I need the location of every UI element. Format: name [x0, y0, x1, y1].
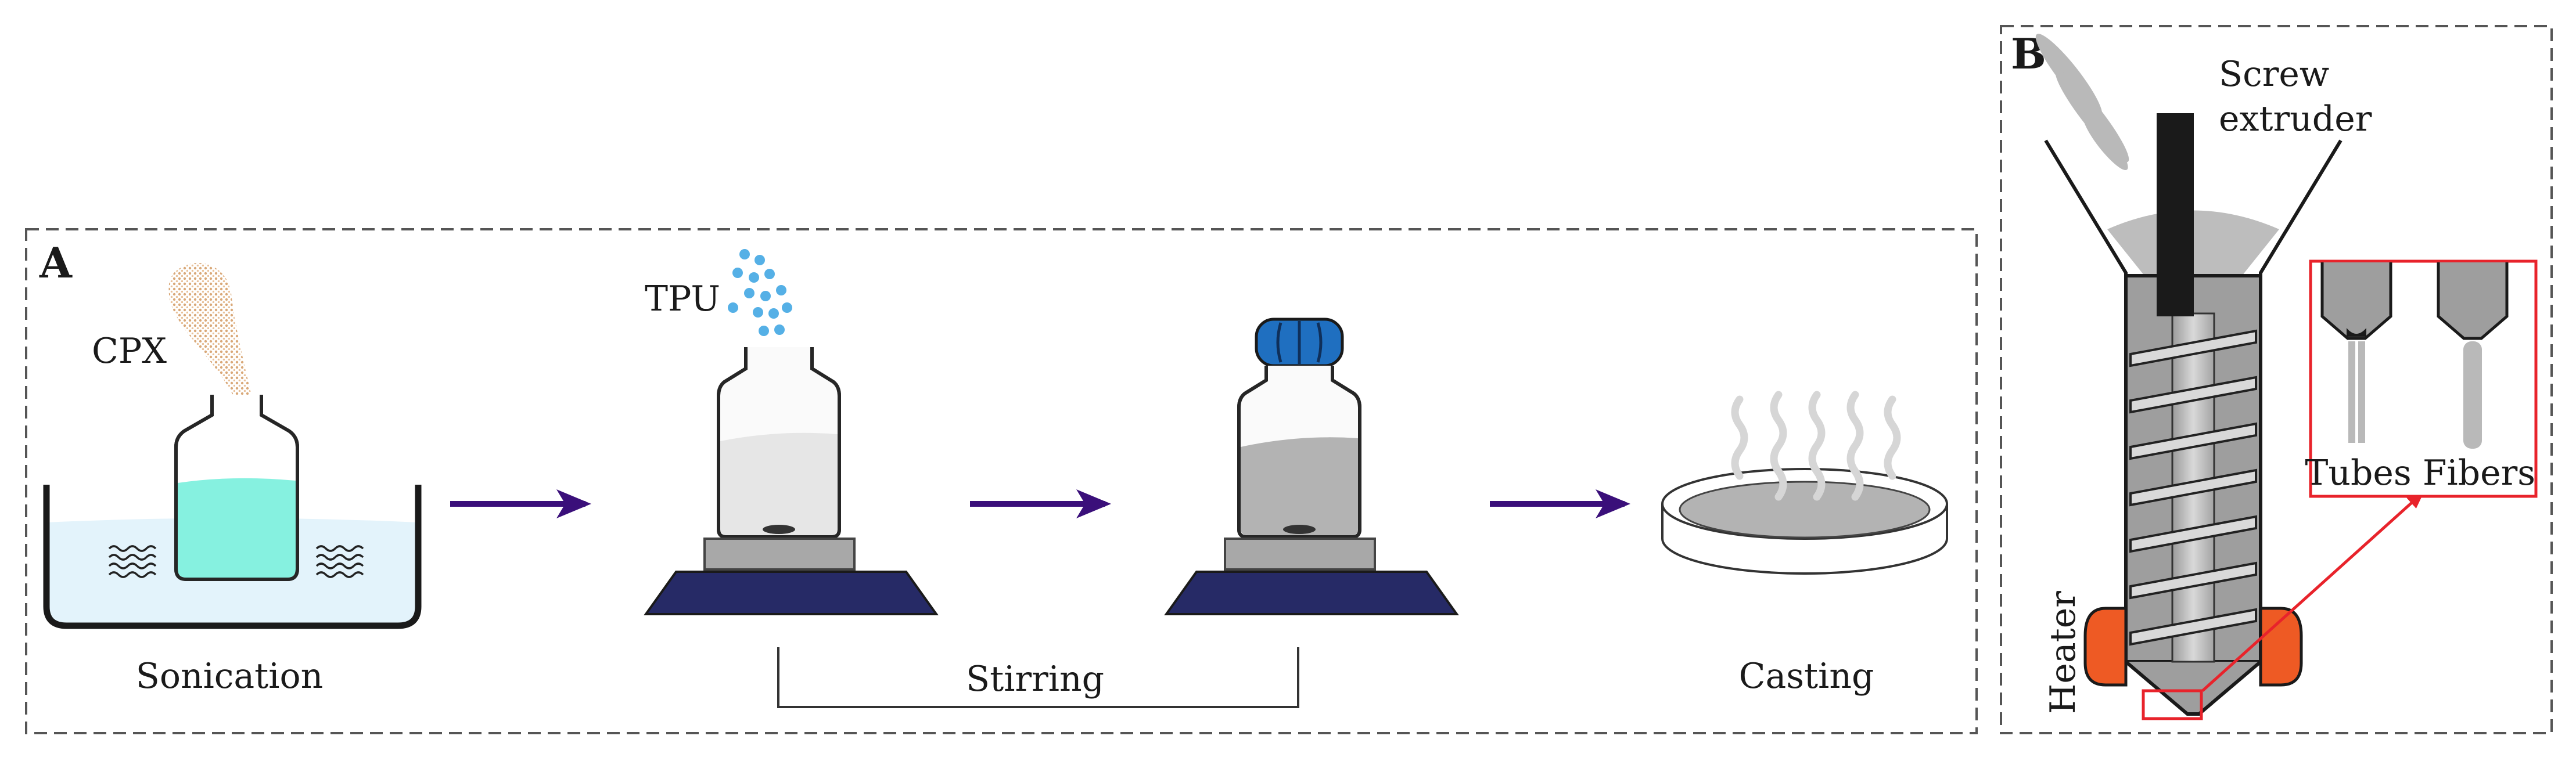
casting-step: Casting	[1661, 391, 1948, 697]
fiber-output	[2463, 341, 2482, 449]
extruder-nozzle	[2125, 660, 2262, 716]
hotplate-top-2	[1224, 538, 1376, 571]
stirring-bottle-2-outline	[1237, 366, 1361, 539]
cpx-powder	[168, 263, 253, 403]
panel-a-border	[25, 228, 1978, 734]
polymer-granules	[2035, 34, 2129, 171]
cpx-solution	[178, 478, 296, 578]
stirring-step-2	[1164, 318, 1459, 615]
tube-output-left	[2348, 341, 2355, 443]
sonication-bottle-outline	[174, 395, 299, 581]
stirring-bracket	[777, 647, 1299, 708]
panel-b-border	[2000, 25, 2553, 734]
hotplate-top-1	[703, 538, 856, 571]
ultrasound-waves-left	[108, 545, 157, 578]
tpu-solution	[720, 432, 838, 535]
heater-label: Heater	[2043, 591, 2083, 714]
tpu-label: TPU	[645, 279, 720, 319]
screw-flights	[2129, 329, 2257, 646]
heater-left	[2083, 607, 2128, 687]
screw-label-line1: Screw	[2219, 54, 2329, 95]
fiber-die	[2437, 262, 2509, 449]
tpu-beads	[728, 249, 792, 336]
stir-bar-2	[1283, 525, 1316, 534]
sonication-label: Sonication	[136, 656, 324, 697]
ultrasound-waves-right	[315, 545, 364, 578]
stirring-step-1: TPU	[644, 249, 939, 615]
nozzle-highlight	[2142, 689, 2203, 720]
sonication-step: CPX Sonication	[43, 263, 422, 697]
tube-output-right	[2358, 341, 2365, 443]
panel-b: B Screw extruder Hea	[2000, 25, 2553, 734]
casting-label: Casting	[1739, 656, 1874, 697]
panel-a: A CPX Sonicati	[25, 228, 1978, 734]
stir-bar-1	[763, 525, 795, 534]
tube-mandrel	[2347, 328, 2366, 337]
evaporation-wisps	[1731, 391, 1901, 501]
stirring-bottle-1-outline	[717, 347, 841, 539]
sonication-bath	[43, 485, 422, 629]
screw-drive	[2157, 113, 2194, 316]
tube-die	[2320, 262, 2392, 443]
tubes-label: Tubes	[2305, 453, 2411, 493]
cpx-label: CPX	[92, 331, 167, 372]
panel-a-letter: A	[39, 238, 73, 287]
callout-arrow	[2201, 491, 2424, 692]
fibers-label: Fibers	[2423, 453, 2535, 493]
stirring-label: Stirring	[966, 659, 1104, 699]
hotplate-base-2	[1164, 571, 1459, 615]
cap-ridges	[1276, 321, 1323, 364]
screw-label-line2: extruder	[2219, 99, 2372, 139]
hotplate-base-1	[644, 571, 939, 615]
polymer-solution	[1241, 437, 1358, 535]
cast-film	[1679, 481, 1931, 539]
